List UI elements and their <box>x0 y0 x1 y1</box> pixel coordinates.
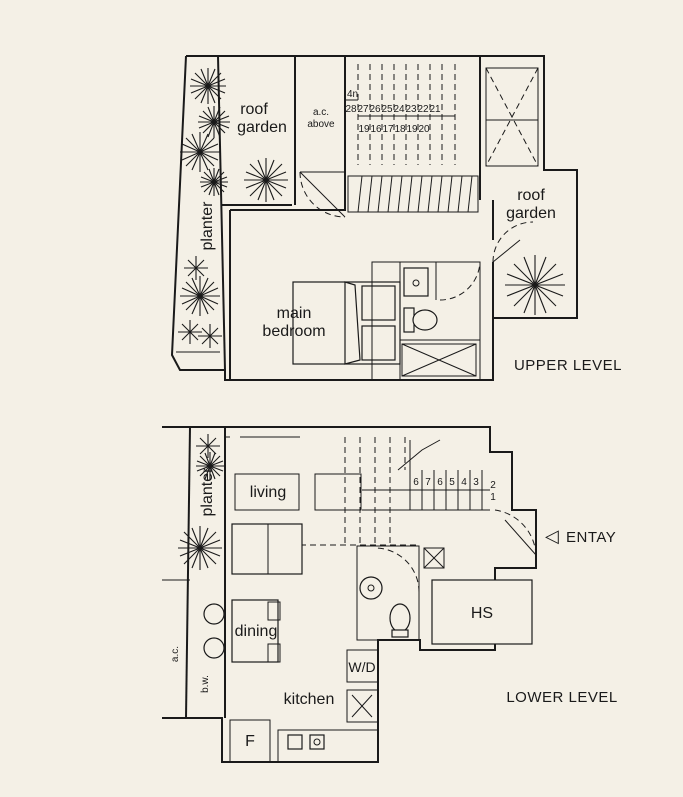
kitchen-counter <box>277 729 379 763</box>
fridge-label: F <box>245 733 255 750</box>
stair-num: 6 <box>437 477 443 488</box>
stair-num: 7 <box>425 477 431 488</box>
plant-10 <box>505 255 565 315</box>
vanity-basin <box>403 267 429 297</box>
washer-dryer <box>346 649 379 683</box>
living-tv-unit <box>234 473 300 511</box>
roof-garden-left-label-1: roof <box>240 101 268 118</box>
stair-num: 3 <box>473 477 479 488</box>
stair-num: 24 <box>393 104 405 115</box>
plant-3 <box>180 132 220 172</box>
stair-num: 4 <box>461 477 467 488</box>
main-bed <box>292 281 401 365</box>
powder-basin <box>359 576 383 600</box>
shower <box>401 343 477 377</box>
plant-13 <box>178 526 222 570</box>
stair-top-numbers: 28 27 26 25 24 23 22 21 <box>345 104 441 115</box>
plant-11 <box>196 434 220 458</box>
stair-num: 25 <box>381 104 393 115</box>
main-bedroom-label-1: main <box>277 305 312 322</box>
stair-num: 5 <box>449 477 455 488</box>
lower-planter-label: planter <box>199 467 216 517</box>
upper-planter-label: planter <box>199 201 216 251</box>
upper-stair-treads <box>357 175 473 213</box>
lower-level-title: LOWER LEVEL <box>506 689 617 706</box>
void-box <box>485 67 539 167</box>
kitchen-hob <box>346 689 379 723</box>
roof-garden-left-label-2: garden <box>237 119 287 136</box>
household-shelter <box>431 579 533 645</box>
sofa <box>231 523 303 575</box>
stair-num: 6 <box>413 477 419 488</box>
plant-8 <box>178 320 202 344</box>
kitchen-label: kitchen <box>284 691 335 708</box>
main-bedroom-label-2: bedroom <box>262 323 325 340</box>
lower-plants <box>178 434 224 570</box>
powder-toilet <box>389 603 411 633</box>
kitchen-sink <box>287 734 303 750</box>
roof-garden-right-label-2: garden <box>506 205 556 222</box>
stair-num: 16 <box>370 124 382 135</box>
ac-above-label-2: above <box>307 119 335 130</box>
stair-top-label: 4n <box>347 89 358 100</box>
entry-door-swing <box>494 509 537 556</box>
ac-above-label-1: a.c. <box>313 107 329 118</box>
plant-6 <box>184 256 208 280</box>
stair-num: 28 <box>345 104 357 115</box>
lower-stair <box>300 437 490 546</box>
plant-2 <box>198 106 230 138</box>
upper-level-plan <box>170 55 578 381</box>
stair-num: 26 <box>369 104 381 115</box>
stair-num: 1 <box>490 492 496 503</box>
plant-9 <box>198 324 222 348</box>
bw-label: b.w. <box>200 675 211 693</box>
entry-arrow-icon: ◁ <box>545 526 559 546</box>
stair-num: 19 <box>406 124 418 135</box>
ac-label: a.c. <box>170 646 181 662</box>
lower-stair-numbers: 6 7 6 5 4 3 2 1 <box>413 477 496 503</box>
stair-bottom-numbers: 19 16 17 18 19 20 <box>358 124 430 135</box>
plant-4 <box>200 168 228 196</box>
stair-num: 2 <box>490 480 496 491</box>
upper-stair-dashed <box>344 64 456 165</box>
plant-1 <box>190 68 226 104</box>
living-label: living <box>250 484 286 501</box>
toilet <box>412 309 438 331</box>
plant-12 <box>196 452 224 480</box>
stair-num: 21 <box>429 104 441 115</box>
dining-set <box>203 599 281 663</box>
stair-num: 22 <box>417 104 429 115</box>
roof-garden-right-label-1: roof <box>517 187 545 204</box>
wd-label: W/D <box>348 659 375 675</box>
plant-7 <box>180 276 220 316</box>
roof-door-swing <box>492 221 534 263</box>
upper-door-swing <box>299 171 346 218</box>
fridge <box>229 719 271 763</box>
stair-num: 18 <box>394 124 406 135</box>
upper-plants <box>178 68 565 348</box>
stair-num: 19 <box>358 124 370 135</box>
stair-num: 23 <box>405 104 417 115</box>
hs-label: HS <box>471 605 493 622</box>
plant-5 <box>244 158 288 202</box>
upper-level-title: UPPER LEVEL <box>514 357 622 374</box>
entry-label: ENTAY <box>566 529 616 546</box>
stair-num: 20 <box>418 124 430 135</box>
stair-num: 17 <box>382 124 394 135</box>
lower-level-plan <box>162 426 537 763</box>
dining-label: dining <box>235 623 278 640</box>
stair-num: 27 <box>357 104 369 115</box>
